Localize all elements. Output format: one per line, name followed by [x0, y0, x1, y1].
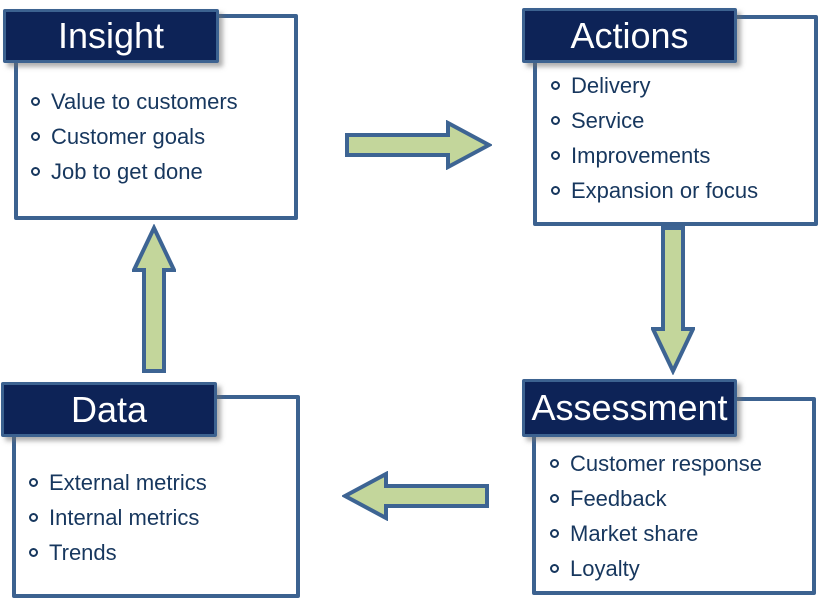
list-item: Customer goals: [31, 119, 286, 154]
assessment-header: Assessment: [522, 379, 737, 437]
bullet-circle-icon: [31, 132, 40, 141]
list-item: Loyalty: [550, 551, 806, 586]
list-item: Internal metrics: [29, 500, 288, 535]
list-item-label: Customer goals: [51, 123, 206, 149]
list-item-label: Internal metrics: [49, 504, 200, 530]
list-item: Trends: [29, 535, 288, 570]
insight-header: Insight: [3, 9, 219, 63]
bullet-circle-icon: [31, 97, 40, 106]
bullet-circle-icon: [550, 529, 559, 538]
list-item-label: Trends: [49, 539, 117, 565]
data-header: Data: [1, 382, 217, 437]
bullet-circle-icon: [550, 494, 559, 503]
arrow-insight-to-actions-icon: [345, 120, 492, 170]
list-item-label: Delivery: [571, 72, 651, 98]
list-item: Value to customers: [31, 84, 286, 119]
actions-header: Actions: [522, 8, 737, 63]
list-item-label: Feedback: [570, 485, 667, 511]
list-item: External metrics: [29, 465, 288, 500]
data-title: Data: [70, 388, 148, 430]
list-item-label: External metrics: [49, 469, 207, 495]
bullet-circle-icon: [551, 186, 560, 195]
list-item: Improvements: [551, 138, 808, 173]
bullet-circle-icon: [31, 167, 40, 176]
list-item: Customer response: [550, 446, 806, 481]
list-item: Service: [551, 103, 808, 138]
actions-title: Actions: [570, 14, 689, 56]
data-list: External metrics Internal metrics Trends: [29, 465, 288, 570]
list-item-label: Improvements: [571, 142, 711, 168]
list-item-label: Market share: [570, 520, 699, 546]
arrow-data-to-insight-icon: [132, 224, 176, 373]
bullet-circle-icon: [550, 459, 559, 468]
arrow-assessment-to-data-icon: [342, 471, 489, 521]
list-item-label: Loyalty: [570, 555, 640, 581]
bullet-circle-icon: [551, 151, 560, 160]
insight-title: Insight: [57, 15, 165, 56]
bullet-circle-icon: [550, 564, 559, 573]
list-item: Expansion or focus: [551, 173, 808, 208]
bullet-circle-icon: [29, 478, 38, 487]
bullet-circle-icon: [551, 116, 560, 125]
list-item: Market share: [550, 516, 806, 551]
list-item-label: Value to customers: [51, 88, 238, 114]
list-item-label: Job to get done: [51, 158, 203, 184]
bullet-circle-icon: [29, 548, 38, 557]
bullet-circle-icon: [29, 513, 38, 522]
assessment-list: Customer response Feedback Market share …: [550, 446, 806, 586]
assessment-title: Assessment: [531, 387, 728, 428]
list-item-label: Expansion or focus: [571, 177, 759, 203]
arrow-actions-to-assessment-icon: [651, 226, 695, 375]
actions-list: Delivery Service Improvements Expansion …: [551, 68, 808, 208]
list-item: Delivery: [551, 68, 808, 103]
list-item: Job to get done: [31, 154, 286, 189]
list-item: Feedback: [550, 481, 806, 516]
bullet-circle-icon: [551, 81, 560, 90]
insight-list: Value to customers Customer goals Job to…: [31, 84, 286, 189]
list-item-label: Service: [571, 107, 645, 133]
list-item-label: Customer response: [570, 450, 762, 476]
